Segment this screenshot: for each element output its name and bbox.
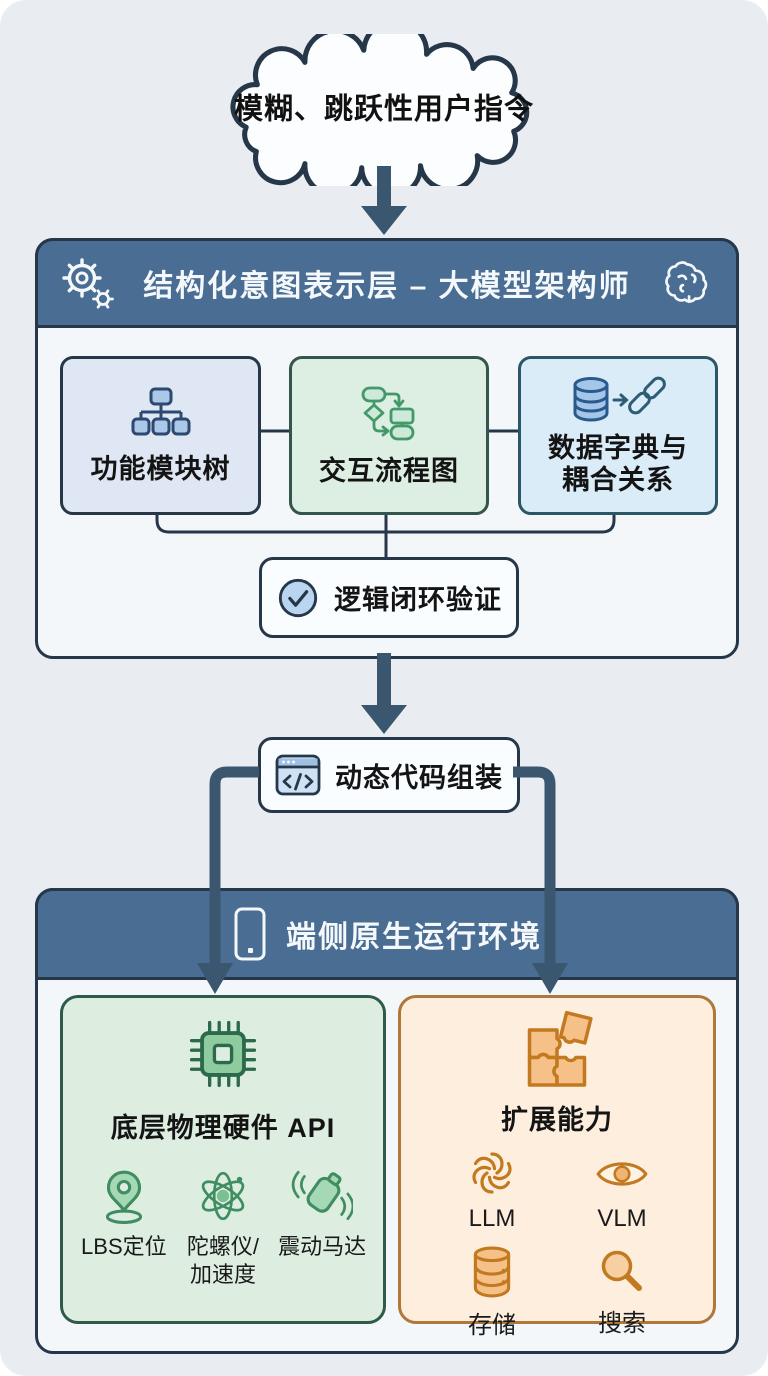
vlm-label: VLM (597, 1205, 647, 1232)
lbs-label: LBS定位 (81, 1234, 167, 1259)
intent-layer-header: 结构化意图表示层 – 大模型架构师 (35, 238, 739, 328)
hardware-item-motor: 震动马达 (273, 1167, 371, 1288)
code-assembly-label: 动态代码组装 (335, 762, 503, 793)
module-tree-label: 功能模块树 (90, 453, 231, 484)
flowchart-node: 交互流程图 (289, 356, 489, 515)
puzzle-icon (517, 1010, 597, 1090)
code-window-icon (275, 753, 321, 797)
extension-title: 扩展能力 (501, 1105, 613, 1135)
extension-item-storage: 存储 (468, 1245, 516, 1340)
database-link-icon (565, 375, 671, 427)
storage-database-icon (469, 1245, 515, 1299)
chip-icon (183, 1014, 263, 1094)
extension-item-vlm: VLM (594, 1147, 650, 1233)
location-pin-icon (97, 1167, 151, 1225)
hardware-api-title: 底层物理硬件 API (110, 1113, 336, 1143)
check-circle-icon (276, 576, 320, 620)
vibration-motor-icon (291, 1167, 354, 1225)
hardware-item-gyro: 陀螺仪/ 加速度 (174, 1167, 272, 1288)
user-instruction-cloud: 模糊、跳跃性用户指令 (205, 34, 563, 186)
hardware-item-lbs: LBS定位 (75, 1167, 173, 1288)
motor-label: 震动马达 (278, 1234, 367, 1259)
data-dictionary-label: 数据字典与 耦合关系 (548, 433, 688, 495)
runtime-header: 端侧原生运行环境 (35, 888, 739, 980)
module-tree-icon (128, 386, 194, 444)
llm-label: LLM (468, 1205, 516, 1232)
intent-layer-title: 结构化意图表示层 – 大模型架构师 (143, 270, 631, 303)
code-assembly-box: 动态代码组装 (258, 737, 520, 813)
runtime-title: 端侧原生运行环境 (286, 921, 542, 954)
eye-icon (594, 1155, 650, 1193)
gyroscope-atom-icon (194, 1167, 252, 1225)
flowchart-icon (357, 384, 421, 446)
gears-icon (60, 256, 114, 310)
hardware-api-panel: 底层物理硬件 API LBS定位 (60, 995, 386, 1324)
module-tree-node: 功能模块树 (60, 356, 261, 515)
search-label: 搜索 (598, 1310, 646, 1337)
flowchart-label: 交互流程图 (319, 455, 459, 486)
hardware-items-row: LBS定位 陀螺仪/ 加速度 (63, 1167, 383, 1288)
llm-knot-icon (466, 1147, 518, 1199)
storage-label: 存储 (468, 1312, 516, 1339)
logic-verify-label: 逻辑闭环验证 (334, 585, 502, 615)
logic-verify-box: 逻辑闭环验证 (259, 557, 519, 638)
smartphone-icon (232, 905, 268, 963)
cloud-shape (230, 34, 530, 186)
gyro-label: 陀螺仪/ 加速度 (186, 1234, 260, 1287)
cloud-label: 模糊、跳跃性用户指令 (233, 93, 534, 126)
data-dictionary-node: 数据字典与 耦合关系 (518, 356, 718, 515)
extension-items-grid: LLM VLM (427, 1147, 687, 1340)
extension-panel: 扩展能力 LLM (398, 995, 716, 1339)
extension-item-search: 搜索 (596, 1245, 648, 1340)
search-magnifier-icon (596, 1245, 648, 1297)
brain-icon (658, 254, 716, 312)
extension-item-llm: LLM (466, 1147, 518, 1233)
